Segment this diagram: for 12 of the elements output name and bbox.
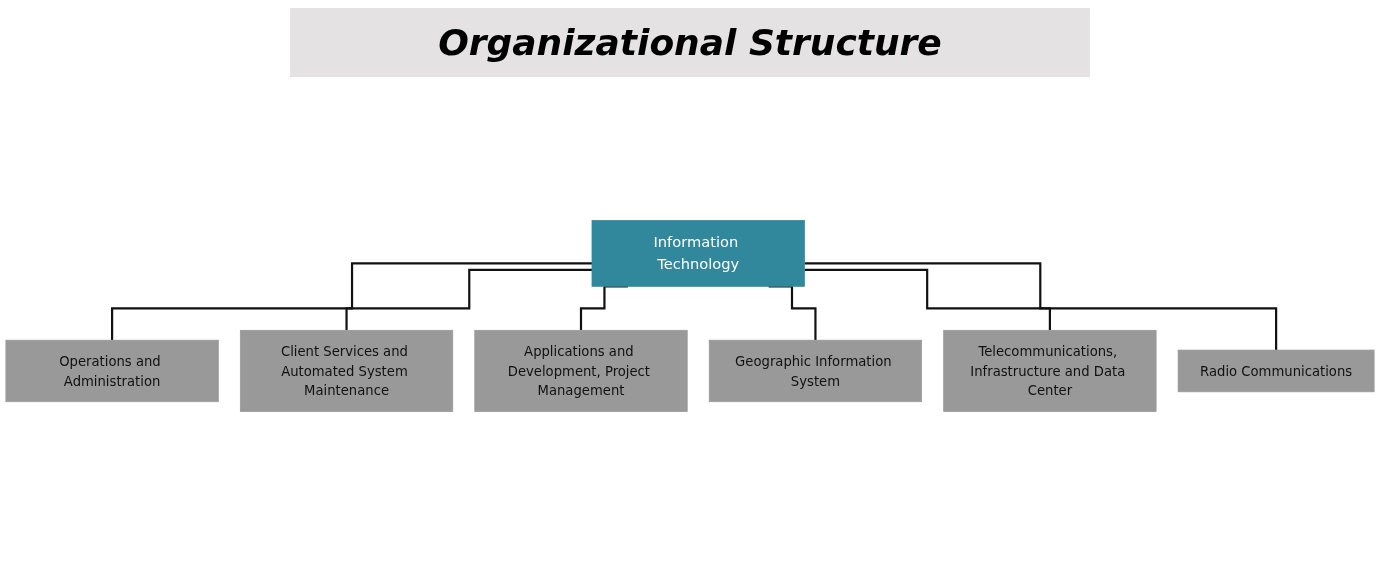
- node-box: Radio Communications: [1177, 349, 1375, 393]
- connector: [804, 262, 1278, 352]
- node-box: Applications and Development, Project Management: [474, 329, 688, 412]
- connector: [804, 268, 1051, 332]
- connector: [111, 262, 592, 342]
- node-box: Geographic Information System: [708, 339, 923, 403]
- node-box: Information Technology: [591, 220, 805, 287]
- node-box: Operations and Administration: [5, 339, 219, 403]
- node-box: Client Services and Automated System Maintenance: [239, 329, 454, 412]
- node-box: Telecommunications, Infrastructure and Data Center: [943, 329, 1157, 412]
- diagram-title: Organizational Structure: [290, 8, 1090, 77]
- connector: [345, 268, 592, 332]
